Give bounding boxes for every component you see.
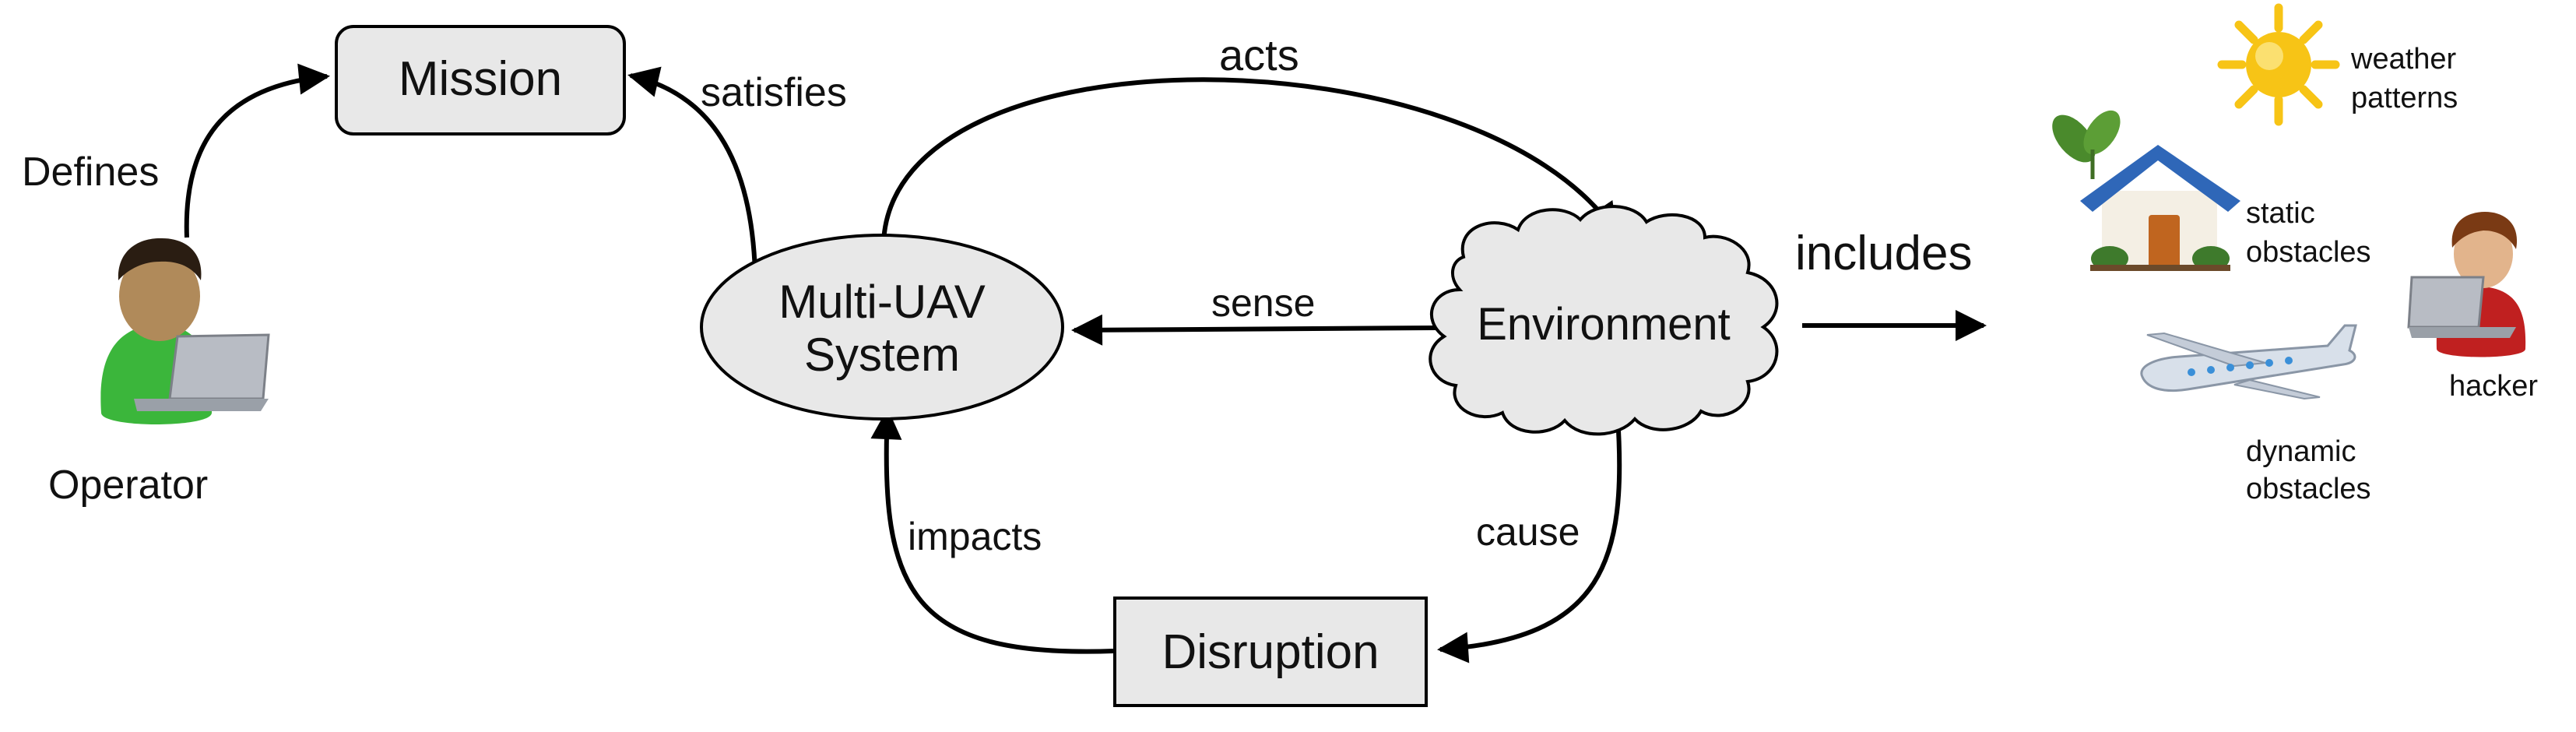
static-label-line1: static: [2246, 197, 2315, 230]
acts-arrow: [881, 77, 1618, 242]
environment-node: Environment: [1429, 205, 1779, 436]
disruption-node: Disruption: [1113, 597, 1428, 707]
sun-icon: [2217, 3, 2340, 126]
dynamic-label-line2: obstacles: [2246, 473, 2371, 505]
impacts-label: impacts: [908, 515, 1042, 558]
operator-person-laptop-icon: [100, 238, 270, 424]
defines-arrow: [184, 63, 330, 238]
acts-label: acts: [1219, 30, 1299, 79]
sense-label: sense: [1211, 281, 1315, 325]
system-label-line2: System: [804, 329, 960, 381]
multi-uav-system-node: Multi-UAV System: [700, 234, 1064, 421]
satisfies-label: satisfies: [701, 70, 847, 115]
impacts-arrow: [870, 408, 1114, 654]
sense-arrow: [1071, 314, 1437, 346]
environment-label: Environment: [1477, 299, 1731, 350]
static-label-line2: obstacles: [2246, 236, 2371, 269]
operator-label: Operator: [48, 463, 208, 508]
disruption-label: Disruption: [1161, 625, 1379, 679]
system-label-line1: Multi-UAV: [778, 276, 986, 328]
hacker-label: hacker: [2449, 370, 2538, 403]
hacker-person-laptop-icon: [2407, 212, 2526, 357]
includes-label: includes: [1795, 227, 1972, 280]
house-icon: [2052, 110, 2240, 271]
weather-label-line1: weather: [2350, 43, 2457, 76]
mission-node: Mission: [335, 25, 626, 135]
defines-label: Defines: [22, 150, 159, 195]
weather-label-line2: patterns: [2351, 82, 2458, 114]
cause-label: cause: [1476, 510, 1580, 554]
cause-arrow: [1437, 416, 1622, 663]
satisfies-arrow: [627, 66, 757, 273]
mission-label: Mission: [399, 52, 562, 106]
airplane-icon: [2140, 324, 2357, 400]
dynamic-label-line1: dynamic: [2246, 435, 2356, 468]
